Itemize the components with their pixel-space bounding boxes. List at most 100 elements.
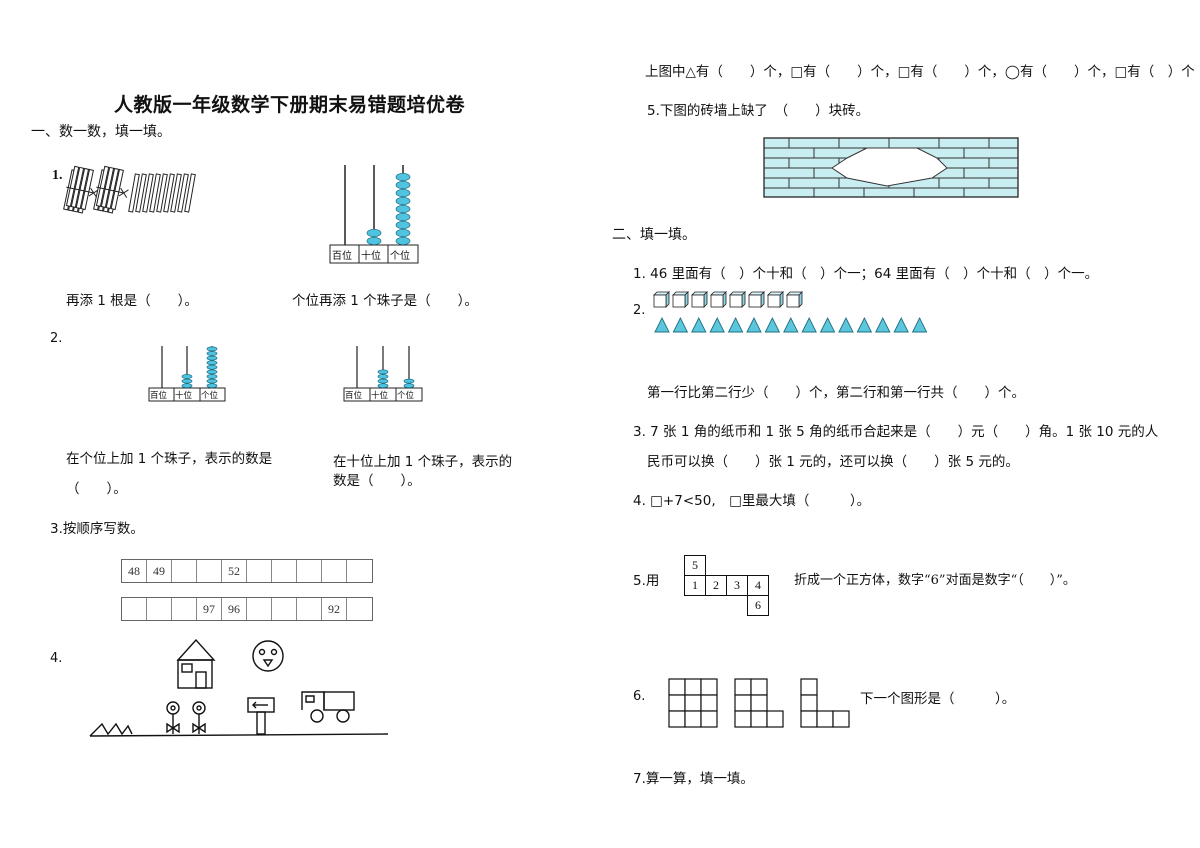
abacus-2b-tens-bead [377, 383, 389, 389]
page-title: 人教版一年级数学下册期末易错题培优卷 [114, 94, 466, 116]
triangle-icon [764, 316, 781, 333]
brick-wall-illustration [763, 137, 1019, 198]
number-sequence-row-2: 97 96 92 [121, 597, 373, 621]
abacus-2b-ones-bead [403, 378, 415, 384]
seq2-cell[interactable]: 96 [222, 598, 247, 620]
abacus-1-ones-bead [395, 204, 411, 214]
cube-icon [653, 291, 670, 308]
seq1-cell[interactable] [172, 560, 197, 582]
abacus-1-hundreds-label: 百位 [332, 251, 352, 262]
triangles-row [654, 316, 928, 333]
abacus-1-ones-bead [395, 220, 411, 230]
seq2-cell[interactable] [147, 598, 172, 620]
question-2-left-text-line2: （ ）。 [66, 481, 127, 497]
question-2-right-text-line1: 在十位上加 1 个珠子，表示的 [333, 454, 513, 470]
abacus-2b-tens-bead [377, 369, 389, 375]
seq2-cell[interactable] [272, 598, 297, 620]
seq2-cell[interactable] [297, 598, 322, 620]
question-1-left-text: 再添 1 根是（ ）。 [66, 293, 198, 309]
triangle-icon [801, 316, 817, 333]
question-1-right-text: 个位再添 1 个珠子是（ ）。 [292, 293, 478, 309]
abacus-2b-hundreds-label: 百位 [345, 391, 363, 401]
triangle-icon [672, 316, 689, 333]
seq2-cell[interactable] [122, 598, 147, 620]
triangle-icon [819, 316, 836, 333]
seq1-cell[interactable] [197, 560, 222, 582]
seq2-cell[interactable]: 92 [322, 598, 347, 620]
seq1-cell[interactable] [297, 560, 322, 582]
section-2-question-1: 1. 46 里面有（ ）个十和（ ）个一；64 里面有（ ）个十和（ ）个一。 [633, 266, 1099, 282]
abacus-2b-ones-bead [403, 383, 415, 389]
seq2-cell[interactable] [247, 598, 272, 620]
seq2-cell[interactable] [347, 598, 372, 620]
abacus-1-tens-bead [366, 228, 382, 238]
abacus-1-tens-label: 十位 [361, 251, 381, 262]
abacus-2a-ones-bead [206, 383, 218, 389]
question-1-number: 1. [52, 168, 63, 183]
brick-wall-question: 5.下图的砖墙上缺了 （ ）块砖。 [647, 103, 870, 119]
seq1-cell[interactable] [272, 560, 297, 582]
abacus-1-drawing [329, 165, 419, 264]
triangle-icon [709, 316, 725, 333]
shapes-scene-illustration [89, 638, 389, 737]
abacus-2a-ones-bead [206, 364, 218, 370]
abacus-2b-drawing [343, 346, 423, 402]
cube-icon [729, 291, 746, 308]
section-2-question-3-line1: 3. 7 张 1 角的纸币和 1 张 5 角的纸币合起来是（ ）元（ ）角。1 … [633, 424, 1159, 440]
abacus-2a-tens-bead [181, 383, 193, 389]
abacus-1-ones-bead [395, 236, 411, 246]
section-2-question-2-number: 2. [633, 303, 646, 318]
triangle-icon [875, 316, 891, 333]
seq2-cell[interactable]: 97 [197, 598, 222, 620]
triangle-icon [746, 316, 762, 333]
section-2-question-5-prefix: 5.用 [633, 573, 660, 589]
net-cell: 4 [747, 575, 769, 596]
abacus-2b-tens-label: 十位 [371, 391, 389, 401]
grid-pattern-sequence [668, 678, 850, 728]
triangle-icon [893, 316, 909, 333]
cube-icon [767, 291, 784, 308]
question-4-number: 4. [50, 651, 63, 666]
abacus-1-ones-label: 个位 [390, 251, 410, 262]
cube-icon [710, 291, 727, 308]
net-cell: 1 [684, 575, 706, 596]
section-2-question-6-number: 6. [633, 689, 646, 704]
net-cell: 6 [747, 595, 769, 616]
cubes-row [653, 291, 803, 308]
section-2-heading: 二、填一填。 [612, 227, 696, 243]
seq1-cell[interactable] [347, 560, 372, 582]
triangle-icon [783, 316, 799, 333]
section-2-question-6-text: 下一个图形是（ ）。 [860, 691, 1016, 707]
net-cell: 5 [684, 555, 706, 576]
abacus-2a: 百位 十位 个位 [148, 346, 226, 402]
cube-net: 5 1 2 3 4 6 [684, 555, 776, 619]
seq2-cell[interactable] [172, 598, 197, 620]
abacus-1-ones-bead [395, 212, 411, 222]
seq1-cell[interactable]: 52 [222, 560, 247, 582]
cube-icon [748, 291, 765, 308]
abacus-2a-ones-bead [206, 346, 218, 352]
triangle-icon [838, 316, 854, 333]
abacus-1-tens-bead [366, 236, 382, 246]
section-2-question-4: 4. □+7<50, □里最大填（ ）。 [633, 493, 871, 509]
abacus-2a-drawing [148, 346, 226, 402]
number-sequence-row-1: 48 49 52 [121, 559, 373, 583]
abacus-2a-ones-label: 个位 [201, 391, 219, 401]
seq1-cell[interactable]: 48 [122, 560, 147, 582]
triangle-icon [691, 316, 707, 333]
cube-icon [691, 291, 708, 308]
question-3-heading: 3.按顺序写数。 [50, 521, 144, 537]
section-2-question-2-text: 第一行比第二行少（ ）个，第二行和第一行共（ ）个。 [647, 385, 1025, 401]
question-2-right-text-line2: 数是（ ）。 [333, 473, 421, 489]
abacus-2a-ones-bead [206, 355, 218, 361]
triangle-icon [654, 316, 670, 333]
abacus-2a-hundreds-label: 百位 [150, 391, 168, 401]
abacus-1-ones-bead [395, 188, 411, 198]
abacus-1-ones-bead [395, 180, 411, 190]
triangle-icon [911, 316, 928, 333]
seq1-cell[interactable] [247, 560, 272, 582]
seq1-cell[interactable] [322, 560, 347, 582]
seq1-cell[interactable]: 49 [147, 560, 172, 582]
stick-bundles-illustration [63, 165, 196, 214]
abacus-2a-ones-bead [206, 378, 218, 384]
